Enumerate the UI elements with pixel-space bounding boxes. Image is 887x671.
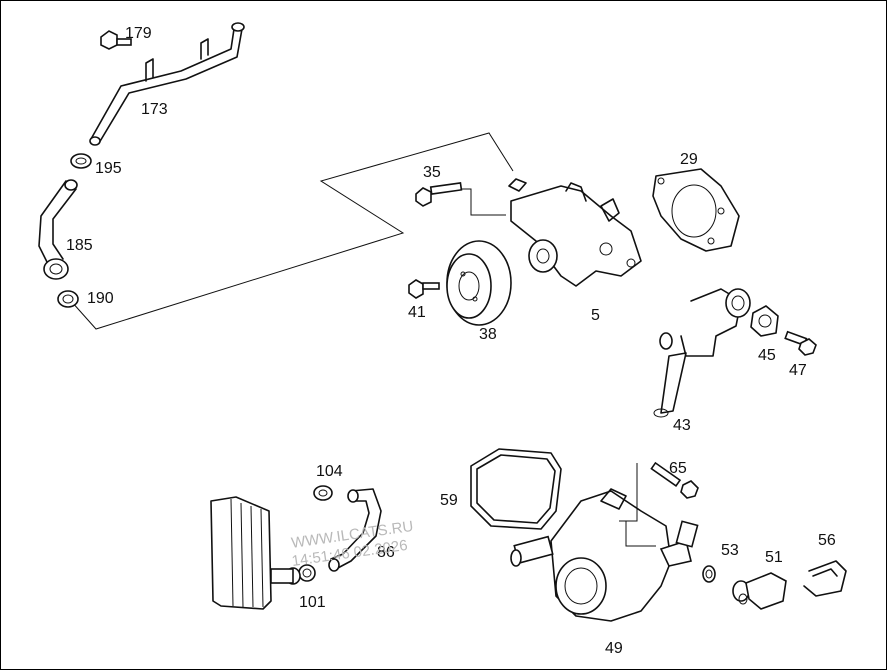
- thermostat-housing-49[interactable]: [510, 488, 699, 622]
- label-185[interactable]: 185: [66, 237, 93, 254]
- o-ring-53[interactable]: [702, 565, 716, 583]
- part-labels: 179 173 195 185 190 35 29 41 38 5 45 47 …: [66, 25, 836, 657]
- water-pump-5[interactable]: [508, 178, 642, 287]
- seal-45[interactable]: [750, 305, 779, 337]
- gasket-29[interactable]: [652, 168, 740, 252]
- label-41[interactable]: 41: [408, 304, 426, 321]
- gasket-59[interactable]: [470, 448, 562, 530]
- label-104[interactable]: 104: [316, 463, 343, 480]
- bolt-41[interactable]: [408, 279, 440, 299]
- clamp-190[interactable]: [57, 290, 79, 308]
- bolt-179[interactable]: [100, 30, 132, 50]
- label-59[interactable]: 59: [440, 492, 458, 509]
- label-29[interactable]: 29: [680, 151, 698, 168]
- label-195[interactable]: 195: [95, 160, 122, 177]
- bolt-47[interactable]: [784, 330, 817, 356]
- label-5[interactable]: 5: [591, 307, 600, 324]
- label-101[interactable]: 101: [299, 594, 326, 611]
- leader-lines: [70, 132, 656, 547]
- label-47[interactable]: 47: [789, 362, 807, 379]
- oil-cooler[interactable]: [210, 496, 301, 610]
- pipe-43[interactable]: [653, 288, 751, 418]
- label-38[interactable]: 38: [479, 326, 497, 343]
- watermark: WWW.ILCATS.RU 14:51:46 02.2026: [290, 518, 414, 570]
- hose-185[interactable]: [38, 179, 78, 280]
- label-53[interactable]: 53: [721, 542, 739, 559]
- label-51[interactable]: 51: [765, 549, 783, 566]
- hose-86[interactable]: [328, 488, 382, 572]
- label-65[interactable]: 65: [669, 460, 687, 477]
- clip-56[interactable]: [803, 560, 847, 597]
- pulley-38[interactable]: [446, 240, 512, 326]
- label-45[interactable]: 45: [758, 347, 776, 364]
- label-56[interactable]: 56: [818, 532, 836, 549]
- bolt-65[interactable]: [650, 461, 699, 499]
- label-190[interactable]: 190: [87, 290, 114, 307]
- bolt-35[interactable]: [415, 182, 463, 207]
- label-43[interactable]: 43: [673, 417, 691, 434]
- label-49[interactable]: 49: [605, 640, 623, 657]
- clamp-104[interactable]: [313, 485, 333, 501]
- pipe-173[interactable]: [89, 22, 245, 146]
- sensor-51[interactable]: [732, 572, 787, 610]
- label-179[interactable]: 179: [125, 25, 152, 42]
- label-35[interactable]: 35: [423, 164, 441, 181]
- label-173[interactable]: 173: [141, 101, 168, 118]
- label-86[interactable]: 86: [377, 544, 395, 561]
- clamp-195[interactable]: [70, 153, 92, 169]
